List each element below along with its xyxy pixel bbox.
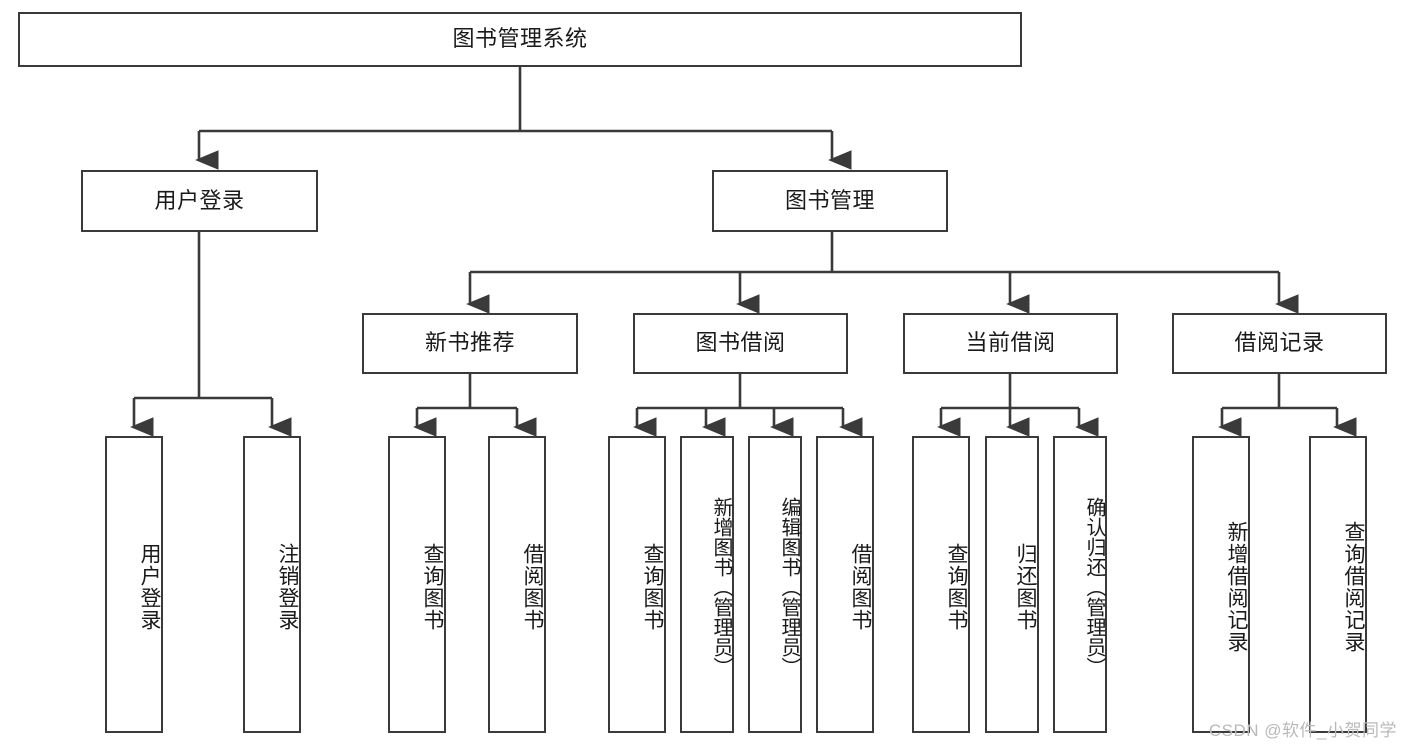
node-label: 图书借阅 [695, 330, 786, 356]
node-label: 注销登录 [276, 542, 299, 631]
node-root-book-management-system[interactable]: 图书管理系统 [18, 12, 1022, 67]
node-label: 当前借阅 [965, 330, 1056, 356]
leaf-borrowrecord-add-record[interactable]: 新增借阅记录 [1192, 436, 1250, 733]
node-label: 归还图书 [1014, 542, 1037, 631]
node-borrowing-records[interactable]: 借阅记录 [1172, 313, 1387, 374]
node-label: 借阅图书 [849, 542, 872, 631]
node-label: 查询图书 [421, 542, 444, 631]
node-new-book-recommendation[interactable]: 新书推荐 [362, 313, 578, 374]
leaf-currentborrow-query-books[interactable]: 查询图书 [912, 436, 970, 733]
csdn-watermark: CSDN @软件_小贺同学 [1208, 721, 1397, 740]
node-label: 查询图书 [641, 542, 664, 631]
node-label: 借阅图书 [521, 542, 544, 631]
node-label: 编辑图书（管理员） [778, 496, 800, 677]
node-label: 新增图书（管理员） [710, 496, 732, 677]
node-label: 借阅记录 [1234, 330, 1325, 356]
node-book-borrowing[interactable]: 图书借阅 [633, 313, 848, 374]
leaf-borrowrecord-query-record[interactable]: 查询借阅记录 [1309, 436, 1367, 733]
node-label: 图书管理系统 [452, 26, 588, 52]
node-label: 查询图书 [945, 542, 968, 631]
node-user-login[interactable]: 用户登录 [81, 170, 318, 232]
leaf-bookborrow-edit-book-admin[interactable]: 编辑图书（管理员） [748, 436, 802, 733]
leaf-bookborrow-add-book-admin[interactable]: 新增图书（管理员） [680, 436, 734, 733]
node-label: 图书管理 [784, 187, 875, 213]
node-book-management[interactable]: 图书管理 [712, 170, 948, 232]
node-label: 新增借阅记录 [1225, 520, 1248, 653]
node-label: 新书推荐 [424, 330, 515, 356]
leaf-bookborrow-borrow-books[interactable]: 借阅图书 [816, 436, 874, 733]
node-label: 查询借阅记录 [1342, 520, 1365, 653]
leaf-currentborrow-return-books[interactable]: 归还图书 [985, 436, 1039, 733]
leaf-currentborrow-confirm-return-admin[interactable]: 确认归还（管理员） [1053, 436, 1107, 733]
leaf-newbook-query-books[interactable]: 查询图书 [388, 436, 446, 733]
node-label: 用户登录 [154, 187, 245, 213]
leaf-user-login[interactable]: 用户登录 [105, 436, 163, 733]
leaf-bookborrow-query-books[interactable]: 查询图书 [608, 436, 666, 733]
leaf-newbook-borrow-books[interactable]: 借阅图书 [488, 436, 546, 733]
leaf-logout[interactable]: 注销登录 [243, 436, 301, 733]
node-label: 确认归还（管理员） [1083, 496, 1105, 677]
node-label: 用户登录 [138, 542, 161, 631]
node-current-borrowing[interactable]: 当前借阅 [903, 313, 1118, 374]
